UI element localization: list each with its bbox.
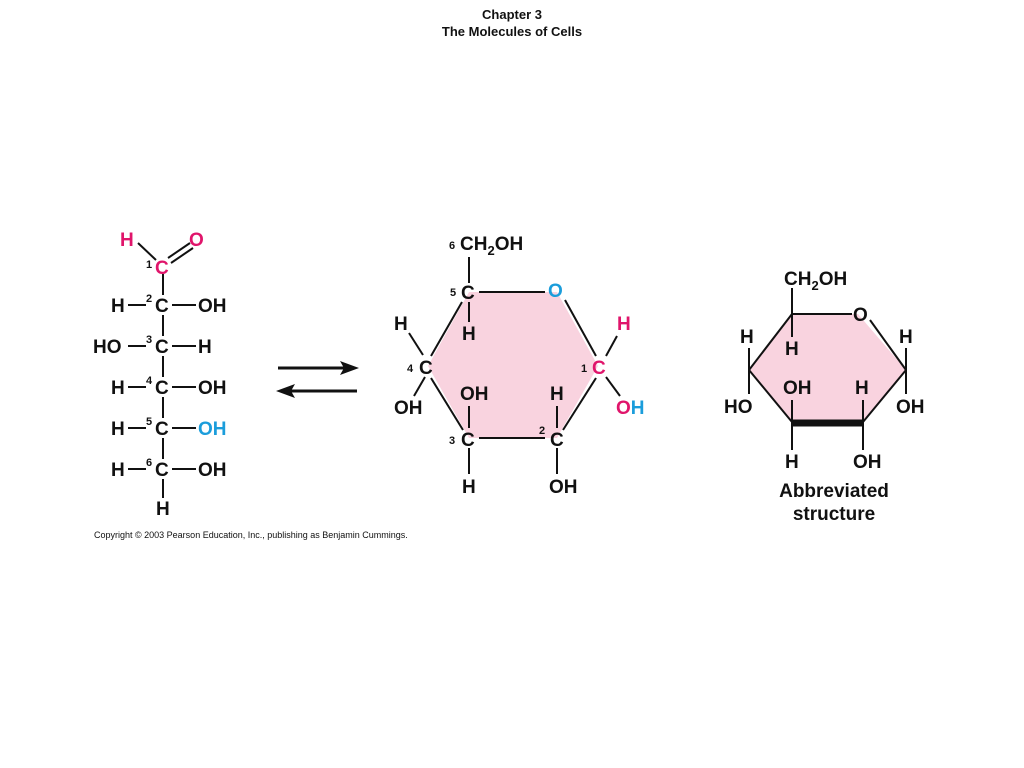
c1-label: C bbox=[155, 258, 169, 279]
c4-label: C bbox=[155, 378, 169, 399]
bond-c1-o-b bbox=[170, 247, 194, 264]
c5-number: 5 bbox=[146, 416, 152, 428]
abbrev-bond-o-right bbox=[869, 319, 907, 371]
ring-c5-label: C bbox=[461, 283, 475, 304]
ring-c4-oh-label: OH bbox=[394, 398, 423, 419]
title-line-2: The Molecules of Cells bbox=[441, 24, 583, 39]
c5-h-label: H bbox=[111, 419, 125, 440]
c6-oh-label: OH bbox=[198, 460, 227, 481]
bond-c1-h bbox=[605, 335, 618, 357]
abbrev-ring-fill bbox=[749, 314, 906, 422]
bond-c4-oh bbox=[413, 376, 426, 397]
ring-oxygen-label: O bbox=[548, 281, 563, 302]
title-line-1: Chapter 3 bbox=[482, 7, 542, 22]
c3-label: C bbox=[155, 337, 169, 358]
c6-number: 6 bbox=[146, 457, 152, 469]
reverse-arrowhead bbox=[276, 384, 295, 398]
c5-oh-label: OH bbox=[198, 419, 227, 440]
ring-c3-number: 3 bbox=[449, 435, 455, 447]
ring-c1-label: C bbox=[592, 358, 606, 379]
c5-label: C bbox=[155, 419, 169, 440]
abbrev-bond-left-lower bbox=[748, 369, 793, 423]
ring-glucose: 6 CH2OH 5 C H O H 4 C OH 1 C H OH OH 3 C… bbox=[394, 234, 645, 498]
ring-fill bbox=[428, 292, 598, 438]
slide-title: Chapter 3 The Molecules of Cells bbox=[0, 6, 1024, 40]
ring-c3-h-label: H bbox=[462, 477, 476, 498]
abbrev-right-h-label: H bbox=[899, 327, 913, 348]
abbreviated-structure: CH2OH O H H H HO OH H OH H OH Abbreviate… bbox=[724, 269, 925, 525]
abbrev-bond-left-upper bbox=[748, 313, 793, 371]
c6-h-label: H bbox=[111, 460, 125, 481]
abbrev-left-h-label: H bbox=[740, 327, 754, 348]
linear-glucose: H O 1 C H 2 C OH HO 3 C H H 4 C OH H 5 C… bbox=[93, 230, 227, 520]
abbrev-bottom-h-label: H bbox=[785, 452, 799, 473]
ring-bond-o-c1 bbox=[564, 299, 597, 357]
ring-c4-number: 4 bbox=[407, 363, 414, 375]
aldehyde-o-label: O bbox=[189, 230, 204, 251]
abbrev-top-h-label: H bbox=[785, 339, 799, 360]
abbrev-caption-line-1: Abbreviated bbox=[779, 481, 889, 502]
c3-number: 3 bbox=[146, 334, 152, 346]
abbrev-left-ho-label: HO bbox=[724, 397, 753, 418]
ring-c6-number: 6 bbox=[449, 240, 455, 252]
c4-oh-label: OH bbox=[198, 378, 227, 399]
ring-bond-c4-c5 bbox=[430, 301, 463, 357]
bond-c1-o-a bbox=[167, 242, 191, 259]
equilibrium-arrows bbox=[276, 361, 359, 398]
ring-c5-number: 5 bbox=[450, 287, 456, 299]
ring-c2-number: 2 bbox=[539, 425, 545, 437]
c4-number: 4 bbox=[146, 375, 153, 387]
c2-oh-label: OH bbox=[198, 296, 227, 317]
bond-c4-h bbox=[408, 332, 424, 356]
ring-c5-h-label: H bbox=[462, 324, 476, 345]
abbrev-mid-h-label: H bbox=[855, 378, 869, 399]
abbrev-ch2oh-label: CH2OH bbox=[784, 269, 847, 293]
ring-c2-label: C bbox=[550, 430, 564, 451]
ring-c4-label: C bbox=[419, 358, 433, 379]
ring-bond-c1-c2 bbox=[562, 377, 597, 431]
ring-c3-oh-label: OH bbox=[460, 384, 489, 405]
abbrev-bond-right-lower bbox=[862, 369, 907, 423]
c6-label: C bbox=[155, 460, 169, 481]
abbrev-right-oh-label: OH bbox=[896, 397, 925, 418]
c4-h-label: H bbox=[111, 378, 125, 399]
c1-number: 1 bbox=[146, 259, 152, 271]
c3-h-label: H bbox=[198, 337, 212, 358]
c2-label: C bbox=[155, 296, 169, 317]
ring-c1-number: 1 bbox=[581, 363, 587, 375]
ring-c4-h-label: H bbox=[394, 314, 408, 335]
c3-ho-label: HO bbox=[93, 337, 122, 358]
c2-number: 2 bbox=[146, 293, 152, 305]
c2-h-label: H bbox=[111, 296, 125, 317]
ring-c2-h-label: H bbox=[550, 384, 564, 405]
ring-c3-label: C bbox=[461, 430, 475, 451]
ring-c1-h-label: H bbox=[617, 314, 631, 335]
abbrev-mid-oh-label: OH bbox=[783, 378, 812, 399]
abbrev-ring-o-label: O bbox=[853, 305, 868, 326]
ring-ch2oh-label: CH2OH bbox=[460, 234, 523, 258]
abbrev-caption-line-2: structure bbox=[793, 504, 875, 525]
aldehyde-h-label: H bbox=[120, 230, 134, 251]
ring-c2-oh-label: OH bbox=[549, 477, 578, 498]
abbrev-bottom-oh-label: OH bbox=[853, 452, 882, 473]
bond-c1-oh bbox=[605, 376, 621, 397]
bond-c1-h bbox=[137, 242, 157, 261]
ring-c1-oh-label: OH bbox=[616, 398, 645, 419]
bottom-h-label: H bbox=[156, 499, 170, 520]
forward-arrowhead bbox=[340, 361, 359, 375]
copyright-notice: Copyright © 2003 Pearson Education, Inc.… bbox=[94, 530, 408, 540]
ring-bond-c3-c4 bbox=[430, 377, 464, 431]
